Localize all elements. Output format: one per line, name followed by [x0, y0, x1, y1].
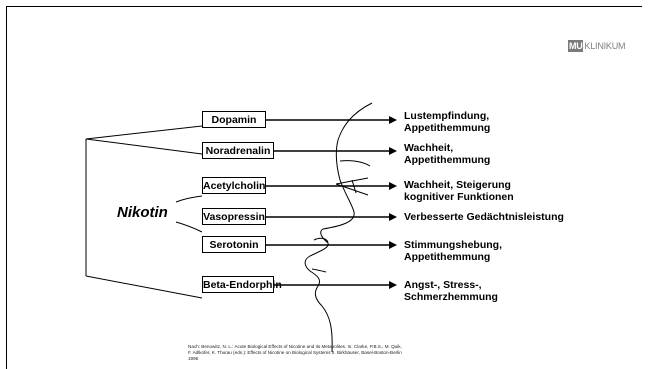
arrow-head-serotonin — [389, 241, 397, 249]
effect-dopamin-line-1: Lustempfindung, — [404, 110, 490, 122]
effect-arrows — [266, 119, 390, 286]
effect-dopamin-line-2: Appetithemmung — [404, 122, 491, 134]
effect-serotonin-line-2: Appetithemmung — [404, 251, 491, 263]
effect-noradrenalin: Wachheit, Appetithemmung — [404, 142, 490, 166]
effect-dopamin: Lustempfindung, Appetithemmung — [404, 110, 490, 134]
box-beta-endorphin: Beta-Endorphin — [202, 276, 282, 293]
arrow-head-noradrenalin — [389, 147, 397, 155]
source-citation: Nach: Benowitz, N. L.: Acute Biological … — [188, 344, 608, 363]
nikotin-label: Nikotin — [117, 204, 168, 221]
face-profile-outline — [304, 102, 373, 353]
effect-serotonin-line-1: Stimmungshebung, — [404, 239, 502, 251]
connector-noradrenalin — [85, 138, 203, 155]
slide-frame-top — [6, 6, 642, 7]
eyebrow — [339, 160, 371, 167]
connector-vasopressin — [175, 221, 203, 233]
box-dopamin: Dopamin — [202, 111, 266, 128]
effect-beta-endorphin-line-1: Angst-, Stress-, — [404, 279, 482, 291]
effect-acetylcholin-line-1: Wachheit, Steigerung — [404, 179, 511, 191]
arrow-head-beta-endorphin — [389, 281, 397, 289]
effect-beta-endorphin-line-2: Schmerzhemmung — [404, 291, 498, 303]
logo-mark: MU — [568, 40, 584, 52]
effect-beta-endorphin: Angst-, Stress-, Schmerzhemmung — [404, 279, 498, 303]
citation-line-1: Nach: Benowitz, N. L.: Acute Biological … — [188, 344, 402, 349]
effect-noradrenalin-line-2: Appetithemmung — [404, 154, 491, 166]
box-serotonin: Serotonin — [202, 236, 266, 253]
citation-line-2: F. Adlkofer, K. Thurau (eds.): Effects o… — [188, 350, 402, 356]
box-acetylcholin: Acetylcholin — [202, 177, 266, 194]
nostril — [313, 237, 329, 243]
effect-serotonin: Stimmungshebung, Appetithemmung — [404, 239, 502, 263]
mouth-line — [311, 268, 327, 273]
arrow-head-dopamin — [389, 116, 397, 124]
effect-acetylcholin: Wachheit, Steigerung kognitiver Funktion… — [404, 179, 514, 203]
arrow-head-acetylcholin — [389, 182, 397, 190]
logo-text: KLINIKUM — [584, 41, 626, 51]
arrow-heads — [389, 116, 397, 289]
effect-vasopressin-line-1: Verbesserte Gedächtnisleistung — [404, 211, 564, 223]
effect-vasopressin: Verbesserte Gedächtnisleistung — [404, 211, 564, 223]
citation-line-3: 1995 — [188, 356, 199, 362]
box-noradrenalin: Noradrenalin — [202, 142, 274, 159]
slide-frame-left — [6, 6, 7, 369]
effect-noradrenalin-line-1: Wachheit, — [404, 142, 454, 154]
effect-acetylcholin-line-2: kognitiver Funktionen — [404, 191, 514, 203]
connector-bottom — [85, 275, 203, 299]
box-vasopressin: Vasopressin — [202, 208, 266, 225]
connector-acetylcholin — [175, 195, 203, 203]
connector-top — [85, 125, 203, 140]
arrow-head-vasopressin — [389, 213, 397, 221]
mu-klinikum-logo: MU KLINIKUM — [568, 40, 626, 52]
connector-lines — [85, 125, 203, 299]
